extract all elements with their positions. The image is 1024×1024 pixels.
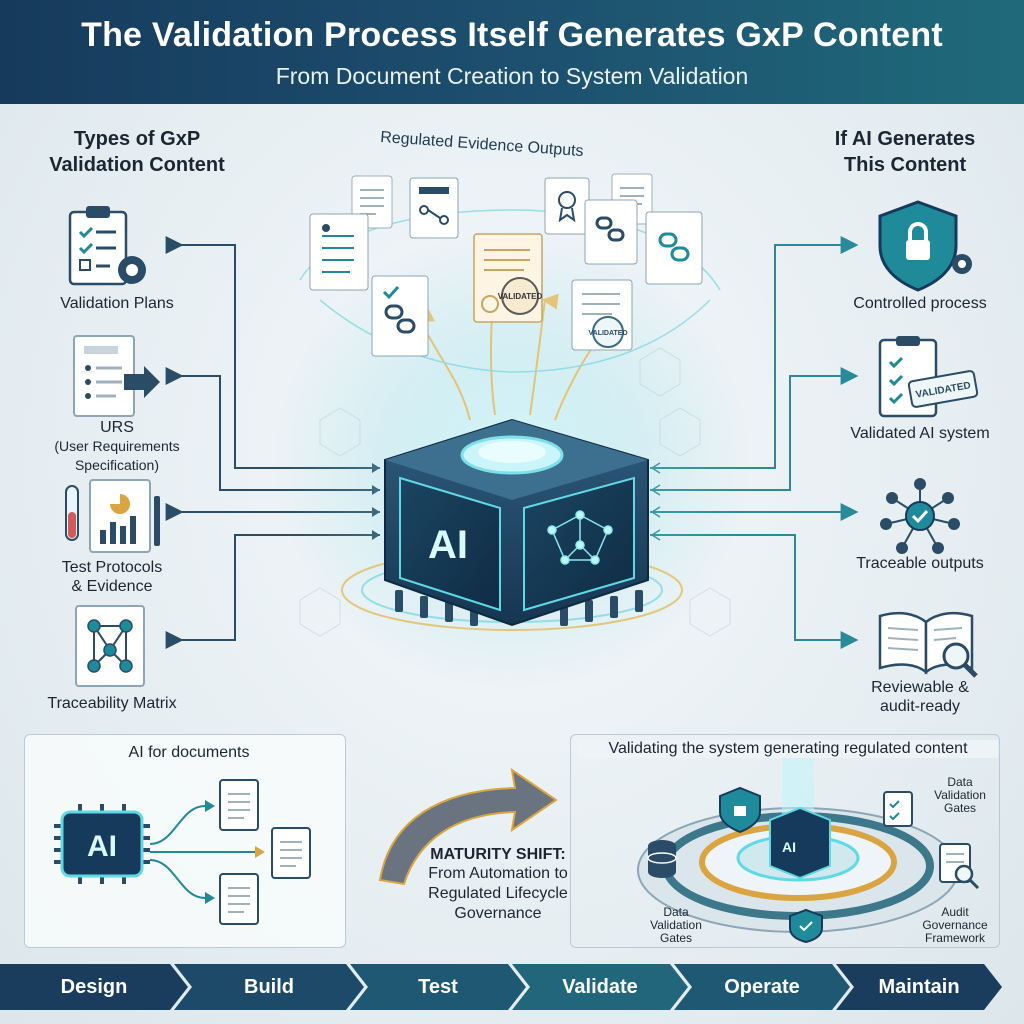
ai-chip-cube: AI	[384, 418, 649, 627]
urs-document-icon	[73, 335, 160, 417]
left-title-line2: Validation Content	[49, 154, 225, 176]
stage-validate: Validate	[512, 964, 688, 1010]
audit-3: Framework	[924, 931, 985, 945]
right-column-title: If AI Generates This Content	[800, 126, 1010, 178]
system-validation-title: Validating the system generating regulat…	[578, 740, 998, 758]
validation-plans-label: Validation Plans	[60, 295, 174, 312]
controlled-process-label: Controlled process	[853, 295, 987, 312]
lifecycle-stage-bar: Design Build Test Validate Operate Maint…	[0, 964, 1024, 1010]
network-check-icon	[880, 478, 960, 554]
validated-ai-system-label: Validated AI system	[850, 425, 990, 442]
reviewable-label: Reviewable & audit-ready	[820, 678, 1020, 716]
bottom-left-gates-label: Data Validation Gates	[636, 906, 716, 945]
tr-gates-3: Gates	[943, 801, 976, 815]
right-title-line2: This Content	[843, 154, 967, 176]
shield-lock-icon	[878, 200, 972, 292]
traceability-matrix-label: Traceability Matrix	[47, 695, 177, 712]
doc-stamp-text-2: VALIDATED	[588, 330, 627, 337]
maturity-line1: From Automation to	[428, 865, 568, 882]
book-magnifier-icon	[878, 611, 978, 678]
page-title: The Validation Process Itself Generates …	[81, 16, 943, 54]
traceable-outputs-label: Traceable outputs	[856, 555, 984, 572]
stage-test: Test	[350, 964, 526, 1010]
audit-1: Audit	[941, 905, 969, 919]
doc-stamp-text-1: VALIDATED	[498, 292, 543, 301]
maturity-line3: Governance	[454, 905, 542, 922]
right-title-line1: If AI Generates	[834, 128, 976, 150]
maturity-shift-text: MATURITY SHIFT: From Automation to Regul…	[398, 846, 598, 924]
stage-build: Build	[174, 964, 364, 1010]
document-cloud: VALIDATED VALIDATED	[309, 173, 703, 357]
audit-governance-label: Audit Governance Framework	[910, 906, 1000, 945]
reviewable-line2: audit-ready	[879, 698, 961, 715]
urs-label: URS (User Requirements Specification)	[22, 418, 212, 475]
tr-gates-1: Data	[947, 775, 973, 789]
validated-clipboard-icon: VALIDATED	[878, 336, 979, 418]
test-tube-chart-icon	[65, 479, 160, 553]
audit-2: Governance	[922, 918, 988, 932]
ai-for-documents-panel	[24, 734, 346, 948]
stage-design: Design	[0, 964, 188, 1010]
chip-ai-text: AI	[428, 523, 468, 567]
left-title-line1: Types of GxP	[73, 128, 201, 150]
traceability-matrix-icon	[75, 605, 145, 687]
test-protocols-line1: Test Protocols	[61, 559, 163, 576]
urs-sub1: (User Requirements	[54, 438, 180, 454]
urs-sub2: Specification)	[74, 457, 160, 473]
bl-gates-3: Gates	[659, 931, 692, 945]
maturity-line2: Regulated Lifecycle	[428, 885, 568, 902]
maturity-heading: MATURITY SHIFT:	[430, 846, 566, 863]
ai-for-documents-title: AI for documents	[128, 744, 250, 761]
top-right-gates-label: Data Validation Gates	[920, 776, 1000, 815]
neural-net-icon	[547, 510, 613, 565]
tr-gates-2: Validation	[934, 788, 986, 802]
bl-gates-1: Data	[663, 905, 689, 919]
test-protocols-line2: & Evidence	[71, 578, 153, 595]
stage-operate: Operate	[674, 964, 850, 1010]
bl-gates-2: Validation	[650, 918, 702, 932]
page-subtitle: From Document Creation to System Validat…	[275, 63, 749, 89]
urs-title: URS	[100, 419, 134, 436]
stage-maintain: Maintain	[836, 964, 1002, 1010]
reviewable-line1: Reviewable &	[871, 679, 969, 696]
left-column-title: Types of GxP Validation Content	[22, 126, 252, 178]
test-protocols-label: Test Protocols & Evidence	[12, 558, 212, 596]
header-banner: The Validation Process Itself Generates …	[0, 0, 1024, 104]
clipboard-gear-icon	[68, 206, 146, 286]
system-validation-panel	[570, 734, 1000, 948]
